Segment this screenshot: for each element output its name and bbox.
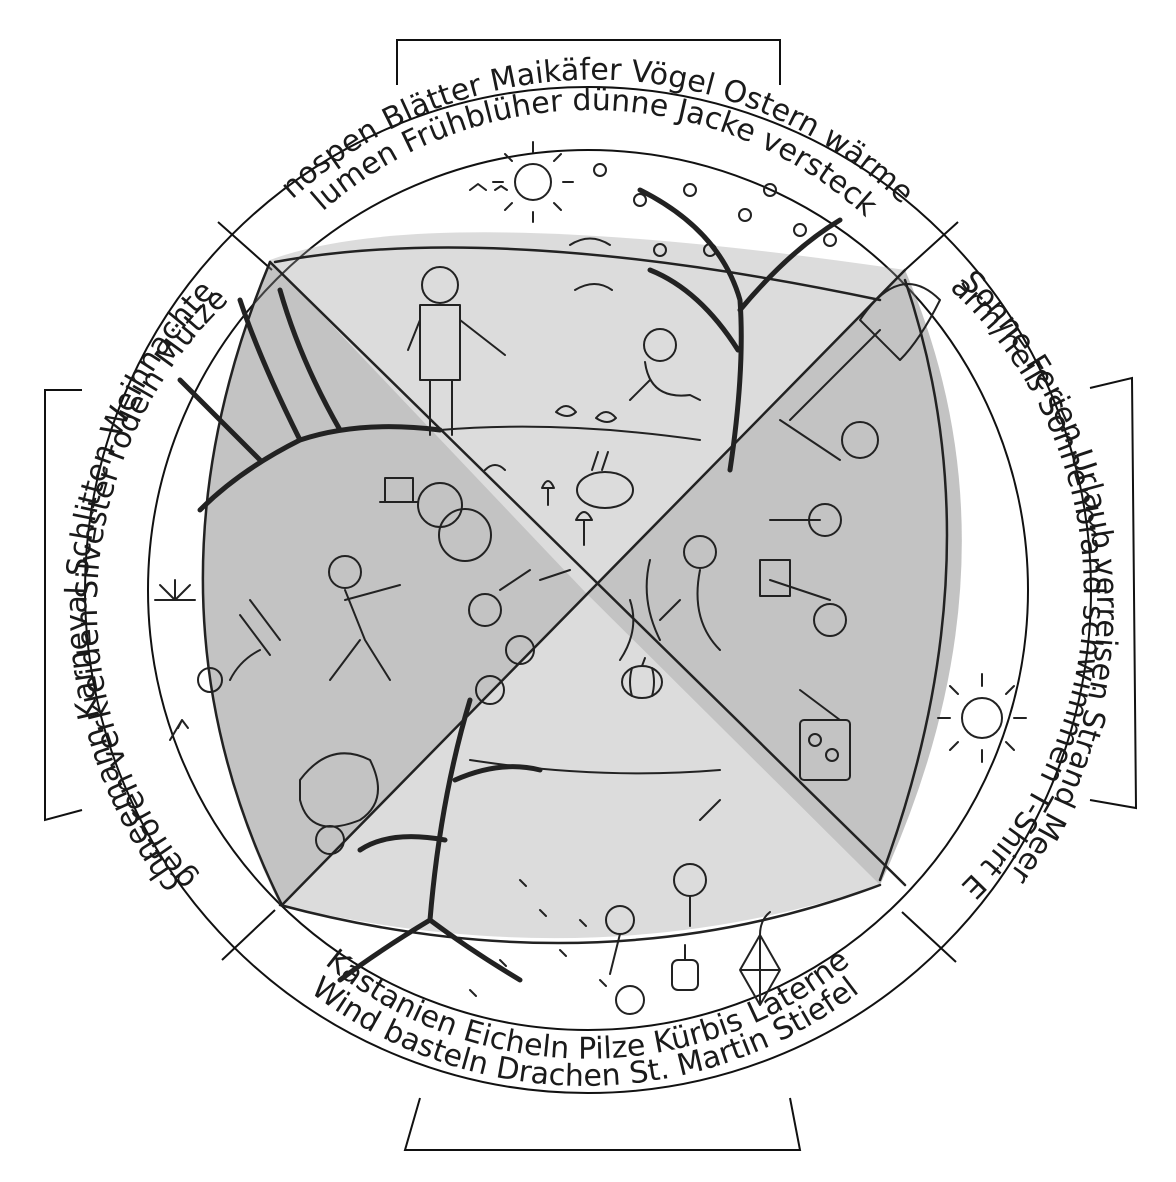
tab-bottom xyxy=(405,1098,800,1150)
